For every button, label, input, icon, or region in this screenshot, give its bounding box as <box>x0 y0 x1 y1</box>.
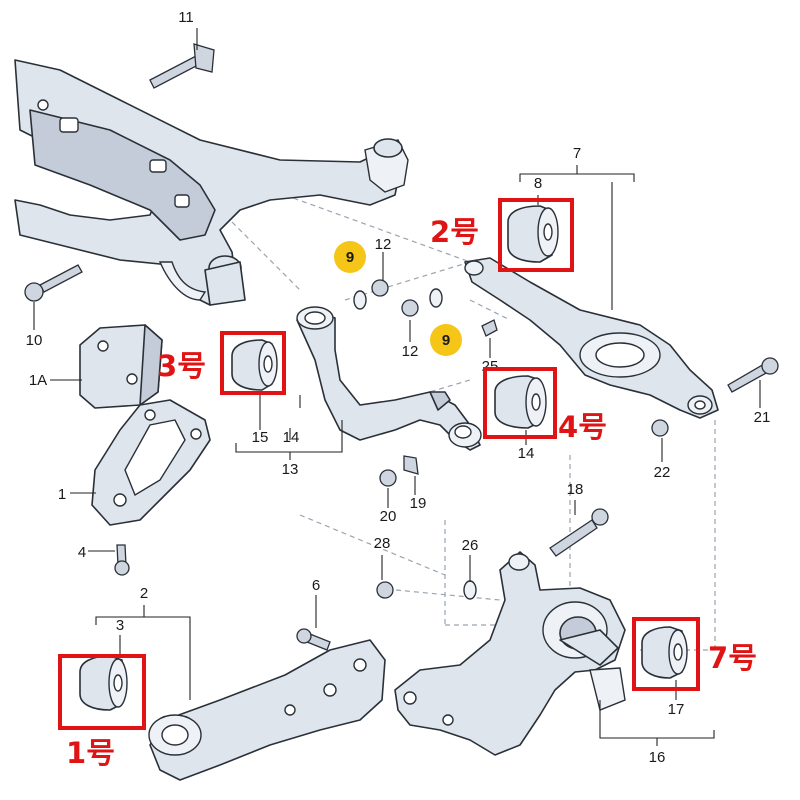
callout-14-upper-arm: 14 <box>283 429 300 446</box>
callout-6: 6 <box>312 577 320 594</box>
callout-3: 3 <box>116 617 124 634</box>
bushing-17 <box>641 626 688 679</box>
bushing-3 <box>79 655 128 711</box>
callout-2: 2 <box>140 585 148 602</box>
callout-13: 13 <box>282 461 299 478</box>
callout-15: 15 <box>252 429 269 446</box>
rear-subframe <box>14 59 409 306</box>
callout-1a: 1A <box>29 372 47 389</box>
callout-9-lower: 9 <box>442 332 450 349</box>
callout-19: 19 <box>410 495 427 512</box>
callout-7: 7 <box>573 145 581 162</box>
highlight-box-7 <box>632 617 700 691</box>
highlight-label-2: 2号 <box>430 215 479 249</box>
bushing-14 <box>494 375 547 429</box>
highlight-box-3 <box>220 331 286 395</box>
highlight-4: 4号 <box>483 367 607 444</box>
part-13-upper-arm <box>296 306 482 451</box>
part-1-bracket <box>91 399 211 526</box>
highlight-1: 1号 <box>58 654 146 770</box>
callout-1: 1 <box>58 486 66 503</box>
part-16-wheel-carrier <box>394 551 626 756</box>
callout-26: 26 <box>462 537 479 554</box>
callout-21: 21 <box>754 409 771 426</box>
callout-17: 17 <box>668 701 685 718</box>
callout-numbers: 11 12 8 7 10 1A 15 14 13 12 25 14 21 22 … <box>26 9 771 766</box>
highlight-box-2 <box>498 198 574 272</box>
highlight-label-3: 3号 <box>157 349 206 383</box>
highlight-3: 3号 <box>157 331 286 395</box>
badge-9-lower: 9 <box>430 324 462 356</box>
callout-8: 8 <box>534 175 542 192</box>
bushing-15 <box>231 339 278 391</box>
highlight-7: 7号 <box>632 617 757 691</box>
highlight-label-4: 4号 <box>558 410 607 444</box>
callout-16: 16 <box>649 749 666 766</box>
fasteners <box>24 43 779 651</box>
callout-12-upper: 12 <box>375 236 392 253</box>
part-2-trailing-arm <box>148 639 386 781</box>
callout-28: 28 <box>374 535 391 552</box>
callout-22: 22 <box>654 464 671 481</box>
highlight-2: 2号 <box>430 198 574 272</box>
highlight-box-1 <box>58 654 146 730</box>
part-1a-mount <box>79 324 163 409</box>
callout-14-bushing: 14 <box>518 445 535 462</box>
callout-11: 11 <box>178 9 194 26</box>
part-7-spring-arm <box>464 257 719 419</box>
callout-12-lower: 12 <box>402 343 419 360</box>
badge-9-upper: 9 <box>334 241 366 273</box>
callout-10: 10 <box>26 332 43 349</box>
callout-18: 18 <box>567 481 584 498</box>
group-brackets <box>95 165 715 746</box>
bushing-8 <box>507 205 559 263</box>
highlight-label-1: 1号 <box>66 736 115 770</box>
callout-9-upper: 9 <box>346 249 354 266</box>
highlight-label-7: 7号 <box>708 641 757 675</box>
highlight-box-4 <box>483 367 557 439</box>
callout-20: 20 <box>380 508 397 525</box>
callout-4: 4 <box>78 544 86 561</box>
